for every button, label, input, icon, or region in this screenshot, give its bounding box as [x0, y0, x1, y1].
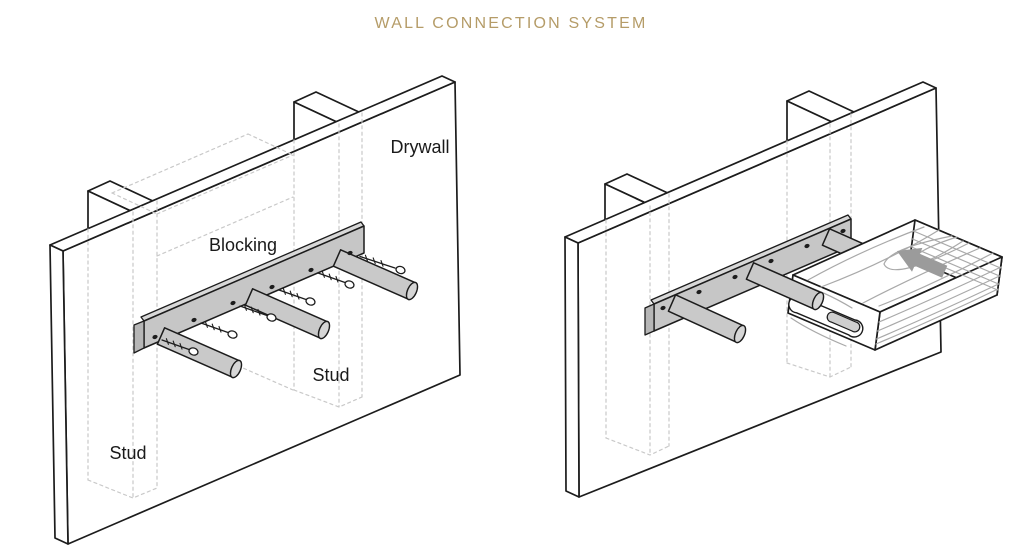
bracket-hole: [660, 228, 846, 311]
support-pin: [667, 294, 747, 344]
label-drywall: Drywall: [390, 137, 449, 157]
mounting-screw: [239, 304, 277, 322]
label-blocking: Blocking: [209, 235, 277, 255]
blocking-outline: [111, 133, 294, 257]
mounting-bracket: [133, 221, 365, 354]
page-title: WALL CONNECTION SYSTEM: [374, 15, 647, 32]
support-pin: [745, 262, 825, 311]
label-stud-lower: Stud: [109, 443, 146, 463]
slide-direction-arrow-icon: [897, 247, 948, 278]
bracket-hole: [152, 250, 353, 340]
right-diagram-assembled-view: [564, 81, 1003, 498]
floating-shelf: [787, 219, 1003, 351]
wood-grain: [790, 226, 1002, 347]
support-pin: [244, 288, 331, 340]
mounting-screw: [200, 321, 238, 339]
left-diagram-exploded-view: Drywall Blocking Stud Stud: [49, 75, 461, 545]
mounting-screw: [359, 254, 406, 275]
label-stud-upper: Stud: [312, 365, 349, 385]
support-pin: [332, 249, 419, 301]
mounting-screw: [278, 288, 316, 306]
mounting-screw: [161, 338, 199, 356]
mounting-screw: [317, 271, 355, 289]
